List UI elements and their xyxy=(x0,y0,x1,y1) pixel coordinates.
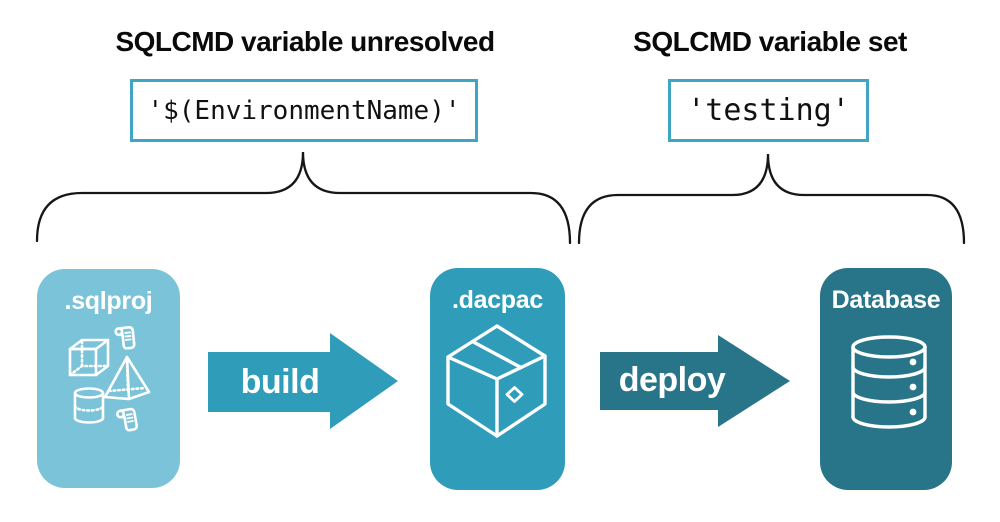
database-icon xyxy=(851,335,927,429)
node-database-label: Database xyxy=(831,286,941,314)
cube-icon xyxy=(68,338,110,377)
left-brace xyxy=(35,151,572,245)
sql-objects-icon xyxy=(68,325,151,434)
right-brace xyxy=(577,153,966,245)
node-sqlproj-label: .sqlproj xyxy=(64,287,153,315)
node-dacpac-label: .dacpac xyxy=(451,286,543,314)
code-text-unresolved: '$(EnvironmentName)' xyxy=(147,95,461,126)
heading-sqlcmd-set: SQLCMD variable set xyxy=(633,26,907,57)
code-box-set: 'testing' xyxy=(668,79,869,142)
heading-sqlcmd-unresolved: SQLCMD variable unresolved xyxy=(115,26,495,57)
pyramid-icon xyxy=(103,355,151,401)
code-box-unresolved: '$(EnvironmentName)' xyxy=(130,79,478,142)
node-dacpac: .dacpac xyxy=(430,268,565,490)
cylinder-icon xyxy=(73,387,105,424)
node-sqlproj: .sqlproj xyxy=(37,269,180,488)
scroll-icon xyxy=(115,407,139,434)
package-icon xyxy=(446,324,547,438)
deploy-arrow xyxy=(600,335,790,427)
code-text-set: 'testing' xyxy=(687,93,850,128)
node-database: Database xyxy=(820,268,952,490)
build-arrow-label: build xyxy=(240,362,320,401)
deploy-arrow-label: deploy xyxy=(618,360,726,399)
scroll-icon xyxy=(114,325,136,351)
build-arrow xyxy=(208,333,398,429)
